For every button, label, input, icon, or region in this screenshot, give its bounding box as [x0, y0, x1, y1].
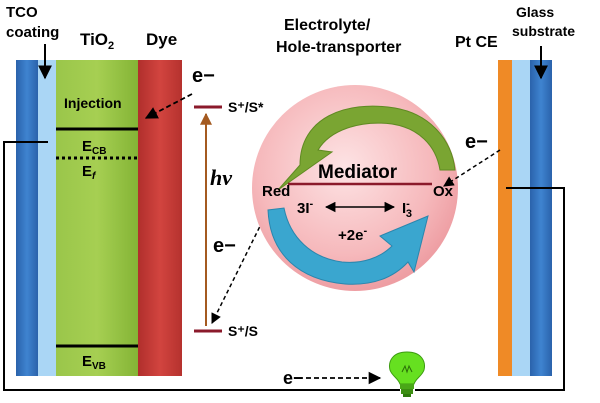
- photon-label: hv: [210, 165, 232, 190]
- evb-label-sub: VB: [92, 361, 106, 372]
- tio2-layer: [56, 60, 138, 376]
- two-electrons-label: +2e-: [338, 225, 367, 244]
- tio2-label-sub: 2: [108, 40, 114, 52]
- iodide-label-main: 3I: [297, 200, 310, 217]
- tco-light-layer: [38, 60, 56, 376]
- pt-ce-label: Pt CE: [455, 34, 498, 51]
- pt-layer: [498, 60, 512, 376]
- light-bulb-icon: [389, 351, 425, 397]
- dye-label: Dye: [146, 30, 177, 49]
- electron-label-bottom: e−: [283, 368, 304, 388]
- electrolyte-label-line1: Electrolyte/: [284, 17, 371, 34]
- tco-label-line1: TCO: [6, 4, 38, 21]
- electron-label-dye: e−: [213, 235, 236, 257]
- triiodide-label-sub: 3: [406, 208, 412, 220]
- red-label: Red: [262, 183, 290, 200]
- electrolyte-label: Electrolyte/ Hole-transporter: [276, 17, 401, 56]
- ecb-label-main: E: [82, 138, 92, 155]
- tio2-label-main: TiO: [80, 30, 108, 49]
- excited-state-label: S⁺/S*: [228, 99, 264, 115]
- two-electrons-label-sup: -: [363, 225, 367, 237]
- electron-label-top: e−: [192, 65, 215, 87]
- two-electrons-label-main: +2e: [338, 227, 363, 244]
- triiodide-label: I-3: [402, 198, 412, 220]
- tco-label-line2: coating: [6, 24, 59, 41]
- injection-label: Injection: [64, 95, 122, 111]
- electron-label-right: e−: [465, 131, 488, 153]
- glass-label: Glass substrate: [512, 4, 575, 39]
- injection-arrow: [144, 93, 193, 119]
- ef-label-sub: f: [92, 171, 97, 182]
- glass-label-line2: substrate: [512, 23, 575, 39]
- ef-label: Ef: [82, 163, 97, 182]
- iodide-label: 3I-: [297, 198, 314, 217]
- triiodide-label-main: I: [402, 200, 406, 217]
- cyan-cycle-arrow: [267, 207, 429, 285]
- tco-label: TCO coating: [6, 4, 59, 41]
- evb-label-main: E: [82, 353, 92, 370]
- mediator-label: Mediator: [318, 162, 398, 183]
- ground-state-label: S⁺/S: [228, 323, 258, 339]
- ecb-label: ECB: [82, 138, 106, 157]
- tio2-label: TiO2: [80, 30, 114, 52]
- dye-layer: [138, 60, 182, 376]
- glass-light-layer: [512, 60, 530, 376]
- ef-label-main: E: [82, 163, 92, 180]
- ecb-label-sub: CB: [92, 146, 106, 157]
- green-cycle-arrow: [277, 105, 456, 191]
- glass-dark-layer: [530, 60, 552, 376]
- tco-dark-layer: [16, 60, 38, 376]
- external-circuit-wire: [3, 141, 565, 391]
- iodide-label-sup: -: [310, 198, 314, 210]
- ox-label: Ox: [433, 183, 454, 200]
- triiodide-label-sup: -: [406, 198, 410, 210]
- evb-label: EVB: [82, 353, 106, 372]
- electrolyte-label-line2: Hole-transporter: [276, 39, 401, 56]
- glass-label-line1: Glass: [516, 4, 554, 20]
